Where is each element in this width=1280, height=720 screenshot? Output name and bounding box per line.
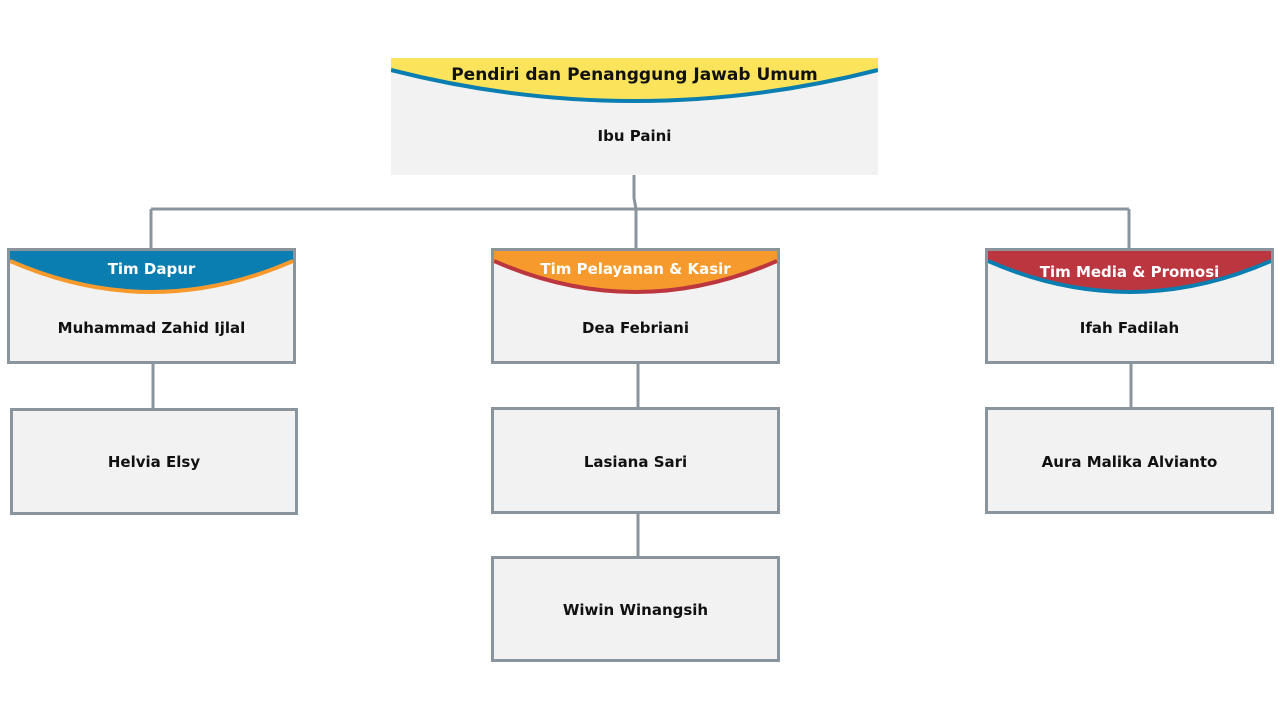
team-pelayanan-leader: Dea Febriani (582, 319, 689, 337)
team-dapur-member: Helvia Elsy (107, 453, 201, 471)
root-box: Pendiri dan Penanggung Jawab Umum Ibu Pa… (391, 58, 878, 175)
team-dapur-leader-box: Tim Dapur Muhammad Zahid Ijlal (7, 248, 296, 364)
team-media-cap (988, 251, 1271, 294)
team-media-leader: Ifah Fadilah (1079, 319, 1180, 337)
root-title: Pendiri dan Penanggung Jawab Umum (451, 65, 818, 85)
team-dapur-leader: Muhammad Zahid Ijlal (57, 319, 246, 337)
team-dapur-title: Tim Dapur (107, 260, 196, 278)
team-dapur-cap (10, 251, 293, 294)
connector-root-to-bus (632, 175, 638, 248)
team-media-title: Tim Media & Promosi (1039, 263, 1220, 281)
team-dapur-member-box: Helvia Elsy (10, 408, 298, 515)
root-cap (391, 58, 878, 103)
team-media-member: Aura Malika Alvianto (1041, 453, 1218, 471)
team-pelayanan-cap (494, 251, 777, 294)
team-pelayanan-member-1: Lasiana Sari (583, 453, 688, 471)
team-pelayanan-title: Tim Pelayanan & Kasir (540, 260, 731, 278)
team-media-member-box: Aura Malika Alvianto (985, 407, 1274, 514)
team-pelayanan-leader-box: Tim Pelayanan & Kasir Dea Febriani (491, 248, 780, 364)
root-name: Ibu Paini (597, 127, 672, 145)
team-pelayanan-member-box-1: Lasiana Sari (491, 407, 780, 514)
team-pelayanan-member-2: Wiwin Winangsih (562, 601, 709, 619)
team-media-leader-box: Tim Media & Promosi Ifah Fadilah (985, 248, 1274, 364)
team-pelayanan-member-box-2: Wiwin Winangsih (491, 556, 780, 662)
